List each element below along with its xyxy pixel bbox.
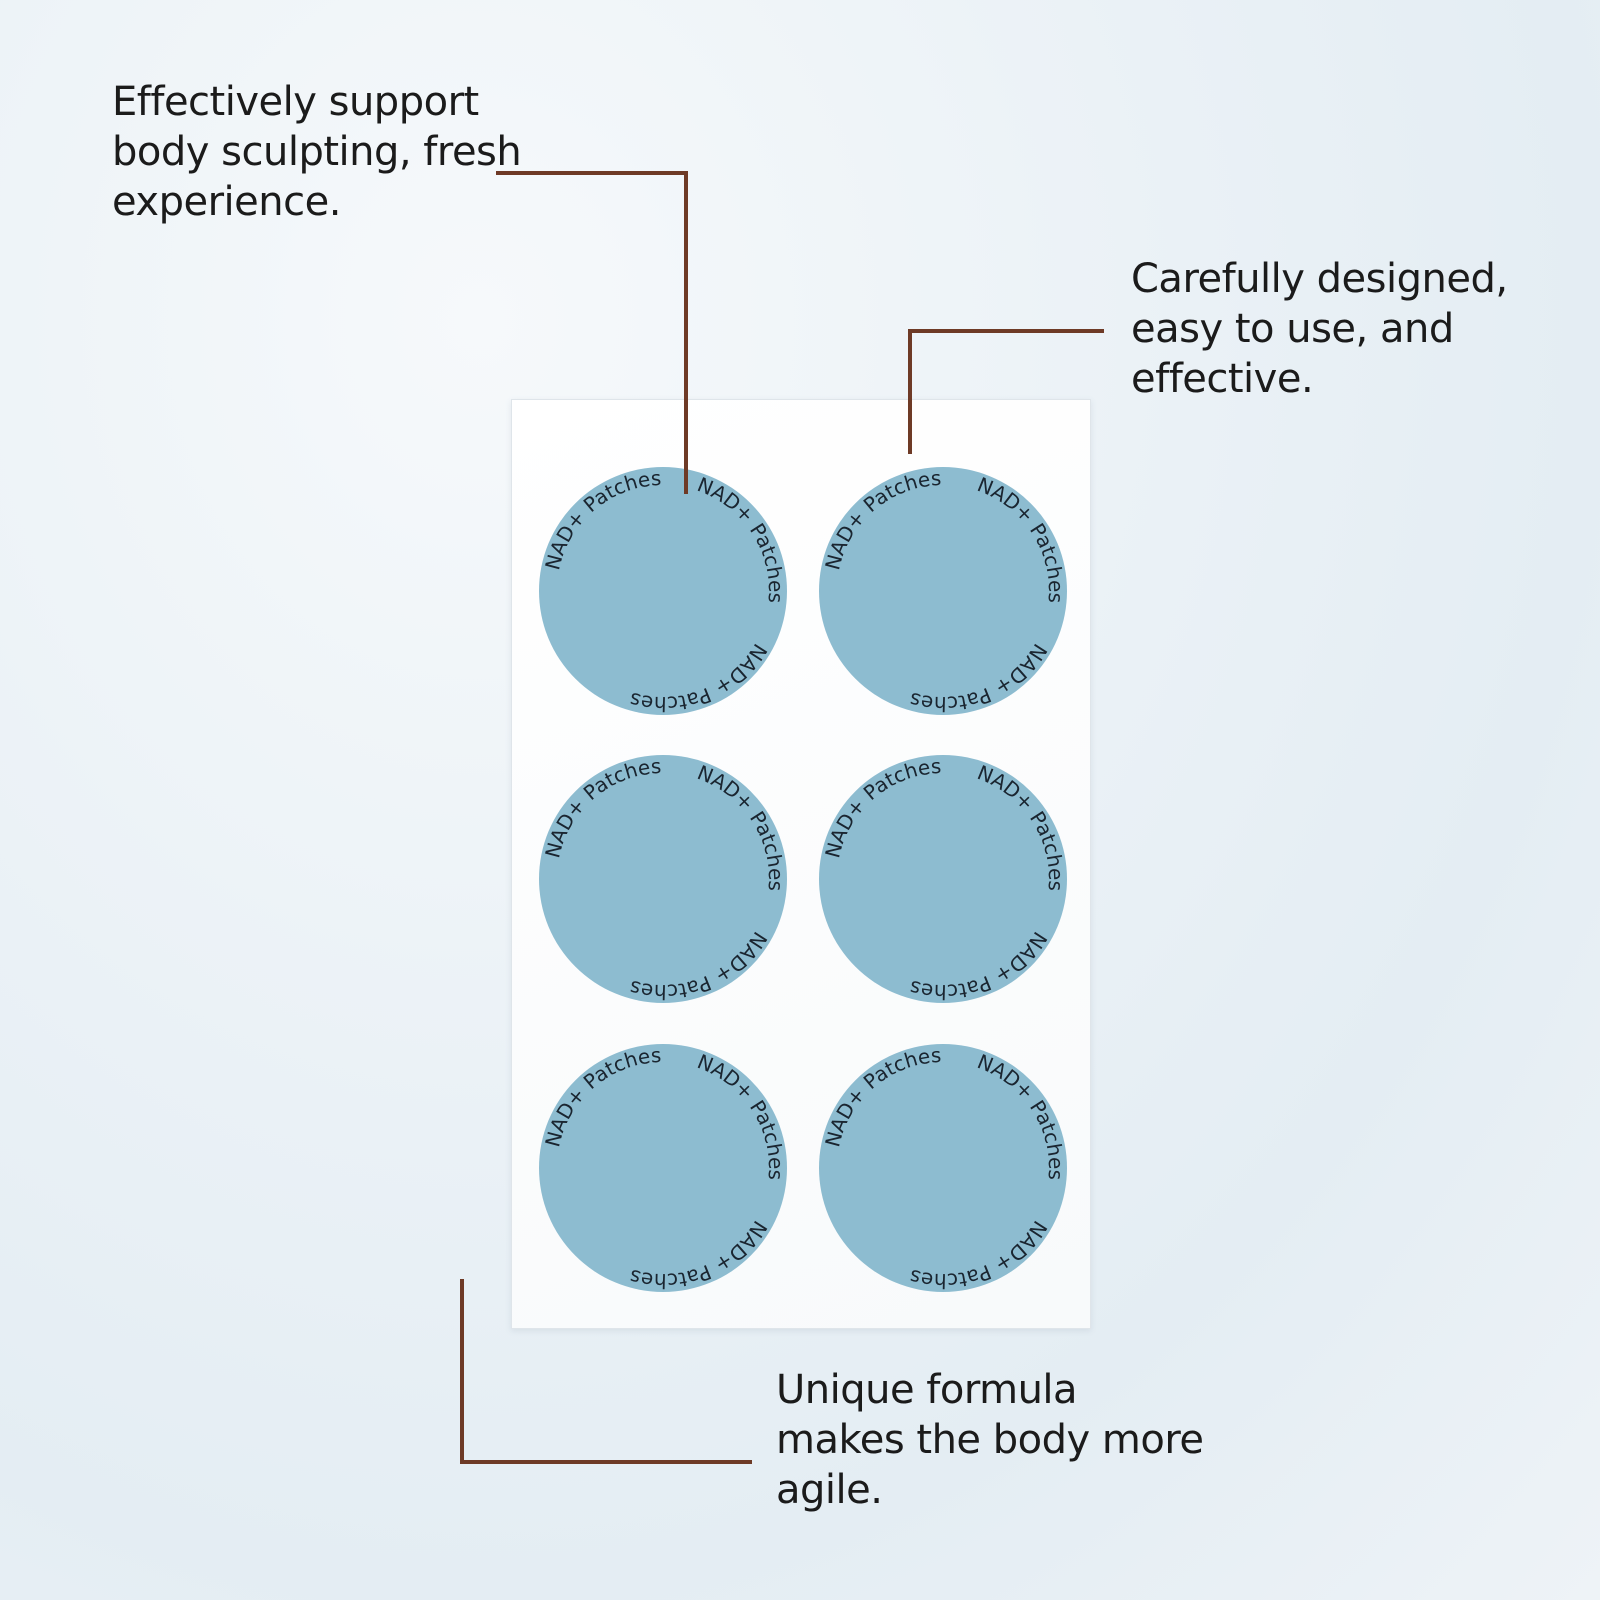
annotation-line: easy to use, and bbox=[1131, 306, 1454, 352]
annotation-line: body sculpting, fresh bbox=[112, 129, 522, 175]
annotation-body-sculpting: Effectively support body sculpting, fres… bbox=[112, 77, 522, 227]
annotation-carefully-designed: Carefully designed, easy to use, and eff… bbox=[1131, 254, 1508, 404]
leader-line-top-right-vertical bbox=[908, 329, 912, 454]
annotation-line: agile. bbox=[776, 1467, 883, 1513]
patch-circle bbox=[539, 755, 787, 1003]
annotation-unique-formula: Unique formula makes the body more agile… bbox=[776, 1365, 1204, 1515]
leader-line-bottom-horizontal bbox=[460, 1460, 752, 1464]
annotation-line: Effectively support bbox=[112, 79, 479, 125]
patch-circle bbox=[819, 1044, 1067, 1292]
leader-line-bottom-vertical bbox=[460, 1279, 464, 1464]
leader-line-top-left-horizontal bbox=[496, 171, 688, 175]
annotation-line: effective. bbox=[1131, 356, 1314, 402]
leader-line-top-left-vertical bbox=[684, 171, 688, 494]
annotation-line: Carefully designed, bbox=[1131, 256, 1508, 302]
annotation-line: makes the body more bbox=[776, 1417, 1204, 1463]
annotation-line: Unique formula bbox=[776, 1367, 1078, 1413]
annotation-line: experience. bbox=[112, 179, 341, 225]
patch-circle bbox=[539, 467, 787, 715]
patch-circle bbox=[819, 755, 1067, 1003]
patch-circle bbox=[819, 467, 1067, 715]
patch-circle bbox=[539, 1044, 787, 1292]
leader-line-top-right-horizontal bbox=[908, 329, 1104, 333]
